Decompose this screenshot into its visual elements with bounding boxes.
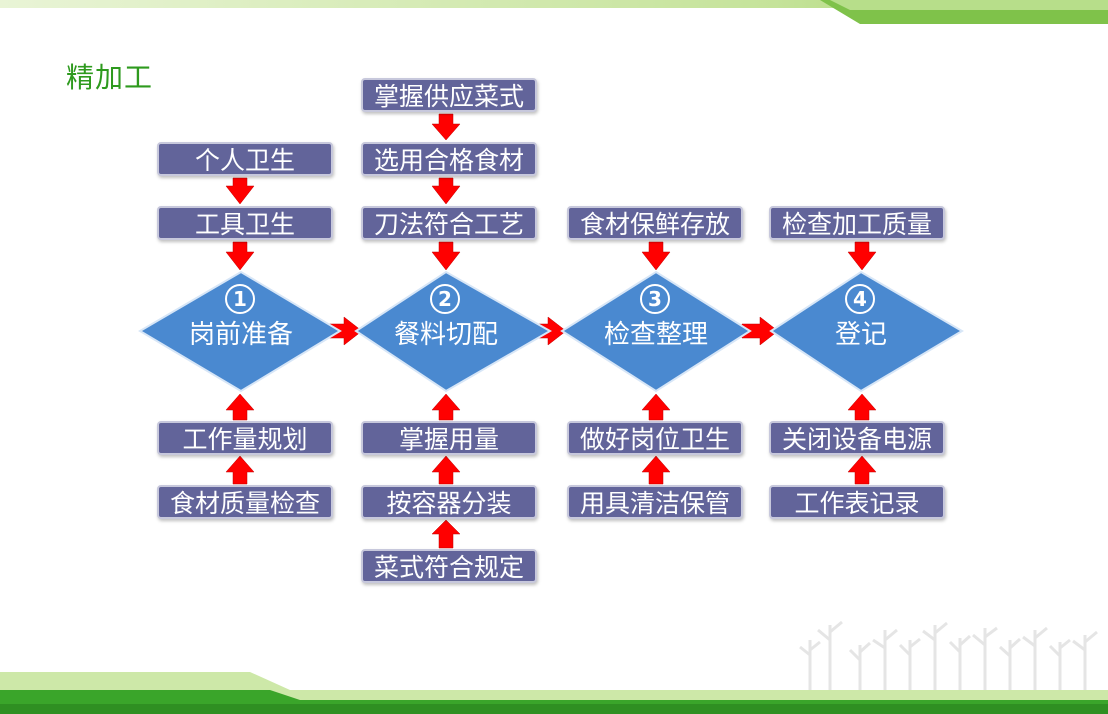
stage-2-above-box: 刀法符合工艺: [361, 206, 537, 240]
stage-1-number: 1: [225, 284, 255, 314]
arrow-up: [847, 393, 877, 421]
stage-1-label: 岗前准备: [188, 320, 293, 350]
stage-3-label: 检查整理: [603, 320, 708, 350]
arrow-up: [431, 519, 461, 549]
arrow-up: [641, 393, 671, 421]
arrow-down: [641, 241, 671, 271]
stage-4-diamond: [769, 270, 964, 393]
arrow-up: [431, 455, 461, 485]
stage-2-below-box: 按容器分装: [361, 485, 537, 519]
stage-1-below-box: 工作量规划: [157, 421, 333, 455]
stage-3-diamond: [560, 270, 752, 393]
stage-3-number: 3: [640, 284, 670, 314]
arrow-up: [641, 455, 671, 485]
stage-2-above-box: 选用合格食材: [361, 142, 537, 176]
arrow-up: [431, 393, 461, 421]
stage-2-above-box: 掌握供应菜式: [361, 78, 537, 112]
arrow-up: [225, 393, 255, 421]
stage-4-number: 4: [845, 284, 875, 314]
stage-2-diamond: [354, 270, 553, 393]
stage-2-label: 餐料切配: [393, 320, 498, 350]
arrow-down: [431, 241, 461, 271]
stage-3-above-box: 食材保鲜存放: [567, 206, 743, 240]
arrow-down: [225, 241, 255, 271]
arrow-right: [741, 316, 779, 346]
stage-2-below-box: 菜式符合规定: [361, 549, 537, 583]
stage-4-above-box: 检查加工质量: [769, 206, 945, 240]
stage-3-below-box: 用具清洁保管: [567, 485, 743, 519]
slide-title: 精加工: [66, 61, 154, 94]
stage-1-diamond: [138, 270, 342, 393]
top-band: [0, 0, 1108, 8]
stage-4-below-box: 工作表记录: [769, 485, 945, 519]
sprouts-decoration: [799, 620, 1098, 690]
stage-1-above-box: 工具卫生: [157, 206, 333, 240]
stage-3-below-box: 做好岗位卫生: [567, 421, 743, 455]
stage-2-below-box: 掌握用量: [361, 421, 537, 455]
stage-4-below-box: 关闭设备电源: [769, 421, 945, 455]
arrow-down: [431, 177, 461, 205]
stage-4-label: 登记: [834, 320, 887, 350]
stage-1-above-box: 个人卫生: [157, 142, 333, 176]
arrow-down: [847, 241, 877, 271]
arrow-down: [431, 113, 461, 141]
arrow-up: [847, 455, 877, 485]
stage-2-number: 2: [430, 284, 460, 314]
arrow-up: [225, 455, 255, 485]
stage-1-below-box: 食材质量检查: [157, 485, 333, 519]
arrow-down: [225, 177, 255, 205]
